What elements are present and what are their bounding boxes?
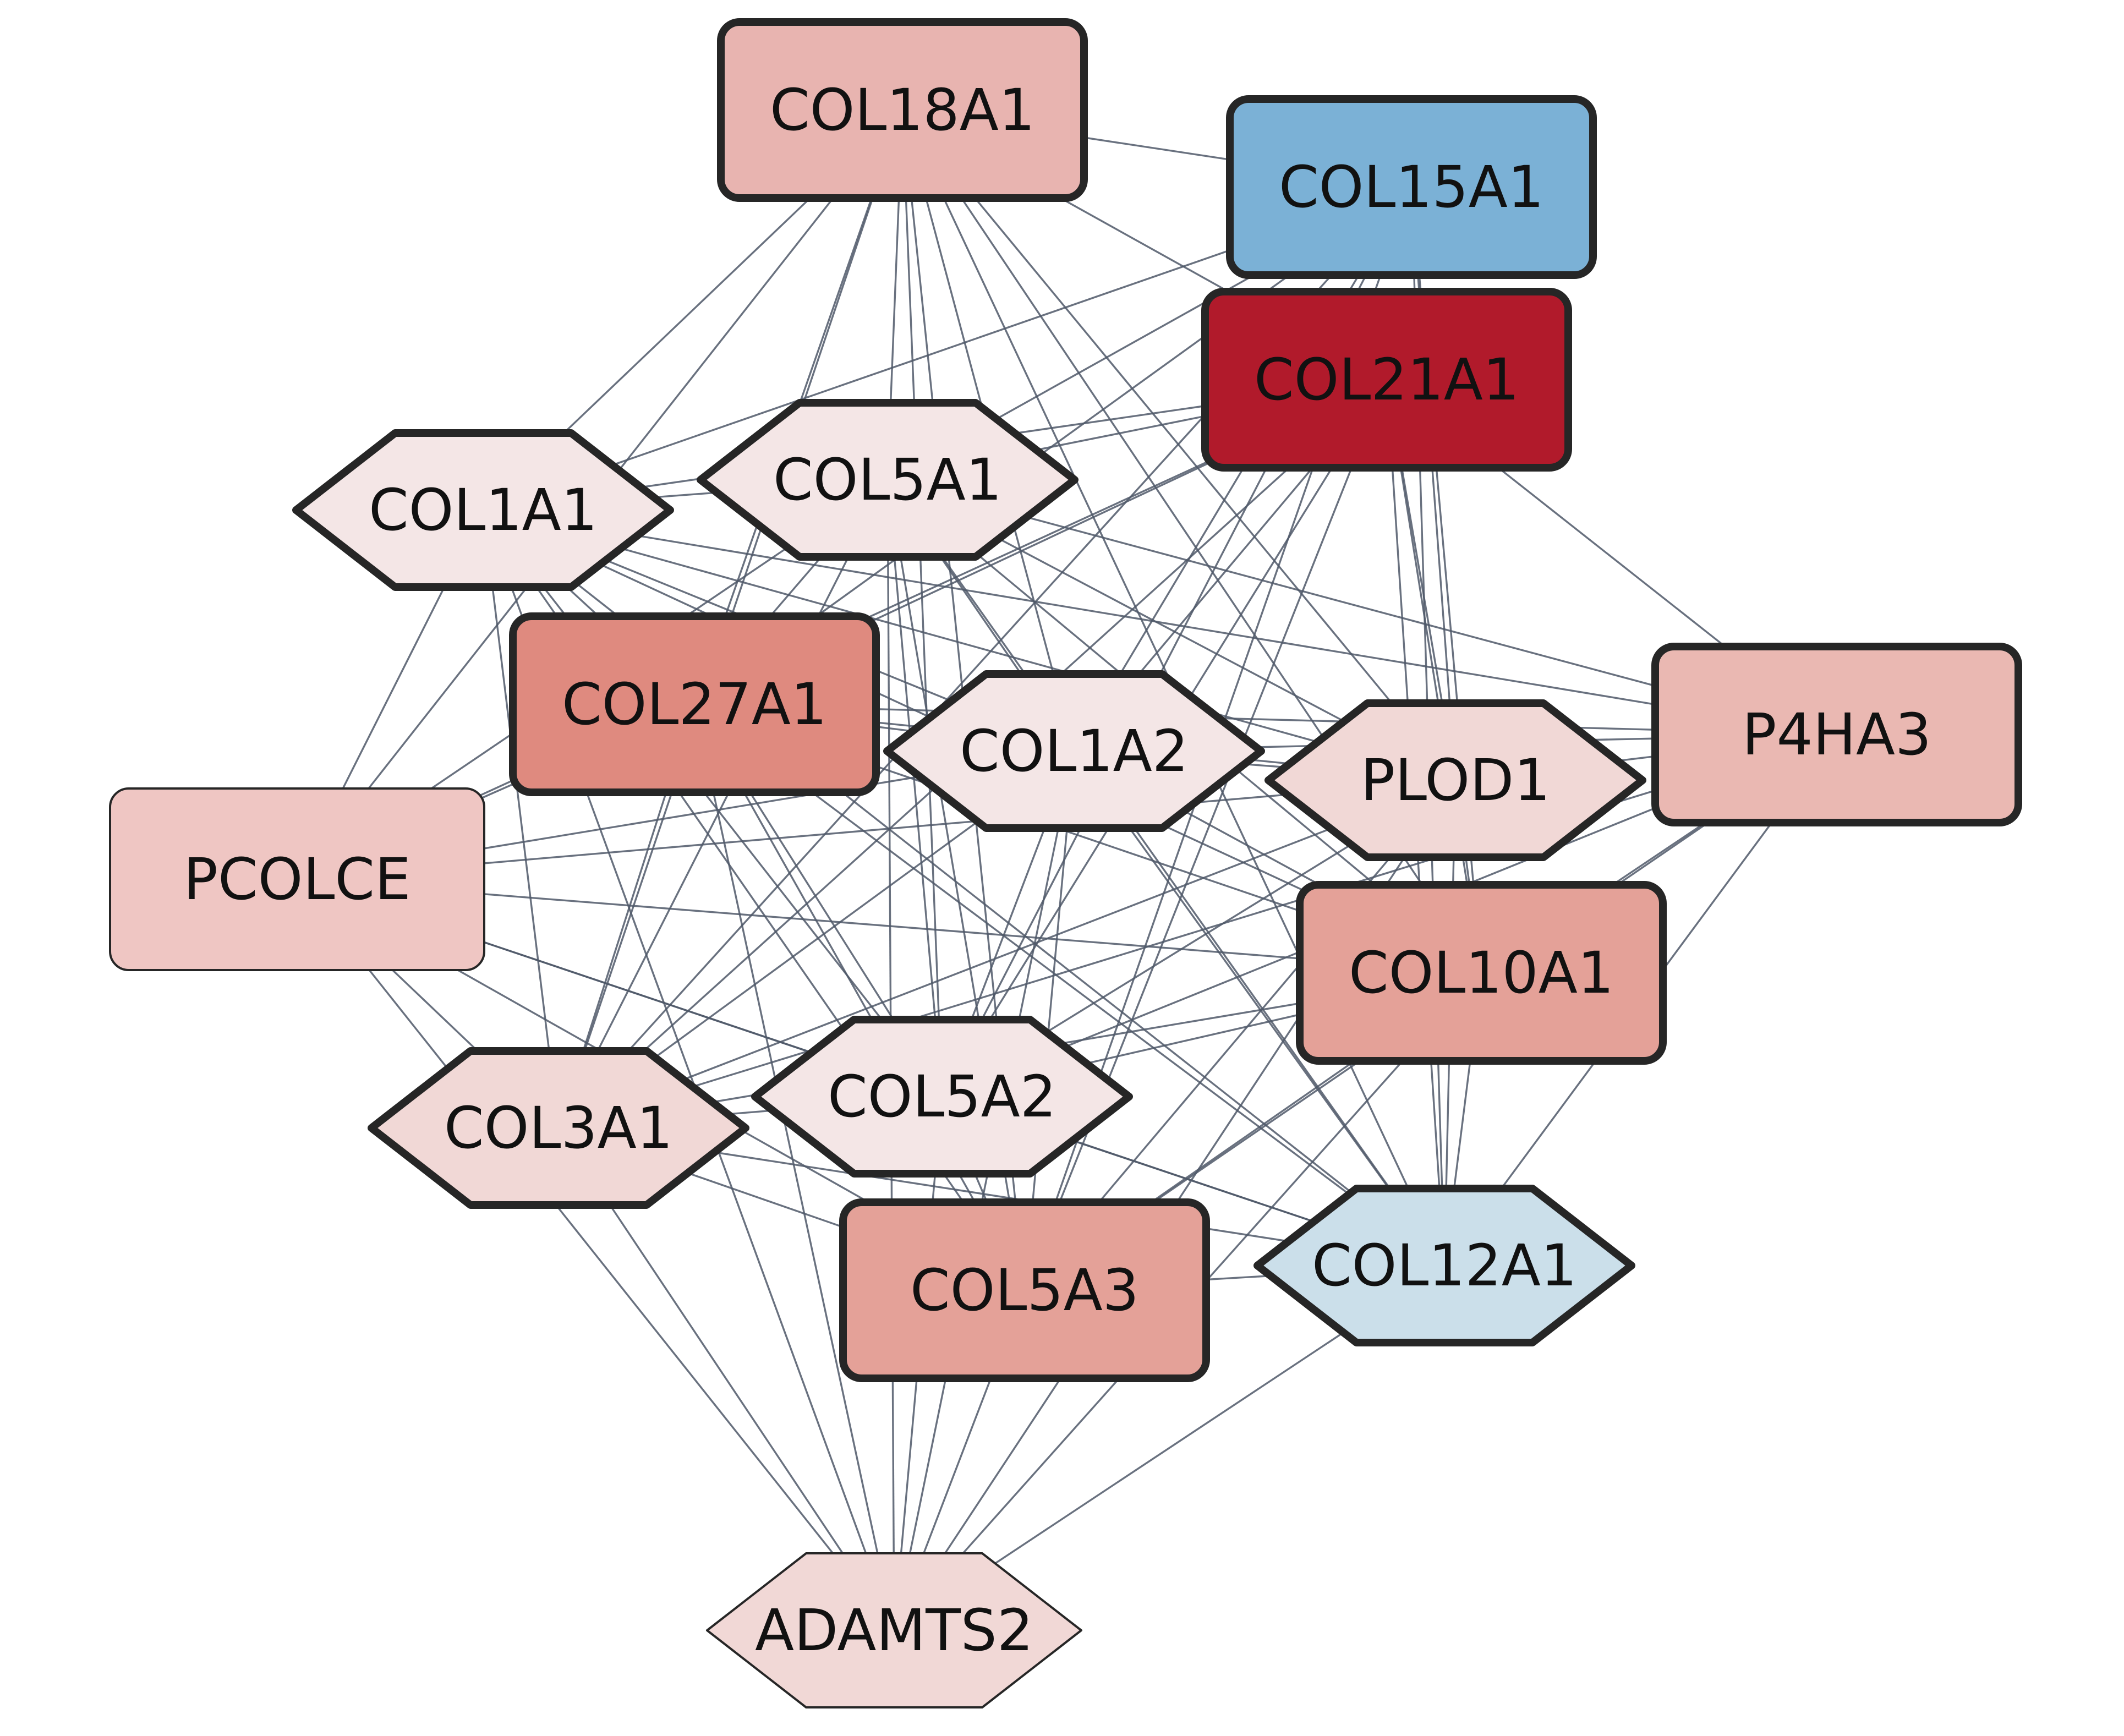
node-label: COL12A1: [1312, 1232, 1577, 1299]
node-label: COL5A2: [828, 1063, 1056, 1130]
edge-col27a1-col12a1: [693, 703, 1446, 1267]
edge-col1a1-plod1: [483, 509, 1456, 781]
node-rect-shape: [1226, 95, 1597, 279]
node-col12a1[interactable]: COL12A1: [1253, 1185, 1635, 1346]
node-hexagon-shape: [697, 399, 1079, 561]
node-label: COL10A1: [1349, 939, 1614, 1006]
node-label: COL1A2: [960, 718, 1189, 785]
node-label: COL5A1: [773, 446, 1002, 513]
node-col15a1[interactable]: COL15A1: [1226, 95, 1597, 279]
edge-col1a2-col12a1: [1073, 751, 1446, 1266]
node-label: PCOLCE: [183, 846, 410, 913]
node-rect-shape: [1201, 288, 1572, 472]
edge-pcolce-col10a1: [297, 878, 1482, 974]
node-label: COL21A1: [1254, 346, 1519, 413]
node-label: P4HA3: [1742, 701, 1931, 768]
edges-layer: [296, 109, 1838, 1631]
node-rect-shape: [717, 18, 1088, 202]
node-p4ha3[interactable]: P4HA3: [1651, 643, 2022, 826]
node-col5a1[interactable]: COL5A1: [697, 399, 1079, 561]
node-label: COL15A1: [1279, 154, 1544, 221]
node-rect-shape: [109, 787, 485, 971]
node-label: COL1A1: [369, 477, 598, 544]
node-col1a1[interactable]: COL1A1: [292, 429, 674, 591]
node-col5a2[interactable]: COL5A2: [751, 1016, 1133, 1178]
edge-col1a1-p4ha3: [483, 509, 1837, 736]
node-label: COL18A1: [770, 76, 1035, 144]
edge-col5a1-col12a1: [886, 479, 1446, 1266]
edge-col1a1-col3a1: [482, 510, 560, 1129]
node-col1a2[interactable]: COL1A2: [883, 670, 1265, 832]
node-rect-shape: [509, 612, 880, 796]
edge-col1a2-adamts2: [893, 751, 1075, 1631]
edge-col27a1-p4ha3: [694, 703, 1837, 736]
edge-p4ha3-col3a1: [558, 733, 1837, 1129]
edge-col5a1-col5a2: [886, 479, 943, 1097]
node-col27a1[interactable]: COL27A1: [509, 612, 880, 796]
edge-plod1-col3a1: [558, 779, 1456, 1129]
node-col3a1[interactable]: COL3A1: [368, 1047, 749, 1209]
node-hexagon-shape: [368, 1047, 749, 1209]
edge-col15a1-plod1: [1410, 187, 1457, 781]
node-rect-shape: [1296, 881, 1667, 1065]
node-col18a1[interactable]: COL18A1: [717, 18, 1088, 202]
edge-col27a1-adamts2: [693, 704, 895, 1631]
node-label: PLOD1: [1360, 747, 1550, 814]
edge-pcolce-adamts2: [296, 878, 895, 1631]
edge-col1a1-col5a2: [482, 509, 943, 1098]
node-adamts2[interactable]: ADAMTS2: [706, 1552, 1082, 1708]
node-col21a1[interactable]: COL21A1: [1201, 288, 1572, 472]
node-hexagon-shape: [883, 670, 1265, 832]
node-rect-shape: [1651, 643, 2022, 826]
edge-col21a1-col10a1: [1386, 379, 1482, 973]
node-col5a3[interactable]: COL5A3: [839, 1198, 1210, 1382]
edge-col21a1-col5a3: [1023, 379, 1388, 1291]
node-label: COL5A3: [910, 1257, 1139, 1324]
node-label: COL3A1: [444, 1094, 673, 1162]
edge-col18a1-col5a2: [901, 109, 943, 1097]
node-col10a1[interactable]: COL10A1: [1296, 881, 1667, 1065]
node-hexagon-shape: [706, 1552, 1082, 1708]
node-pcolce[interactable]: PCOLCE: [109, 787, 485, 971]
edge-col18a1-plod1: [901, 109, 1457, 781]
node-label: COL27A1: [562, 671, 827, 738]
edge-col3a1-adamts2: [557, 1127, 895, 1631]
node-plod1[interactable]: PLOD1: [1264, 699, 1646, 861]
edge-col5a1-col3a1: [557, 479, 889, 1129]
node-hexagon-shape: [751, 1016, 1133, 1178]
node-hexagon-shape: [1253, 1185, 1635, 1346]
node-rect-shape: [839, 1198, 1210, 1382]
node-hexagon-shape: [292, 429, 674, 591]
edge-plod1-pcolce: [297, 779, 1456, 880]
node-label: ADAMTS2: [755, 1597, 1033, 1664]
node-hexagon-shape: [1264, 699, 1646, 861]
